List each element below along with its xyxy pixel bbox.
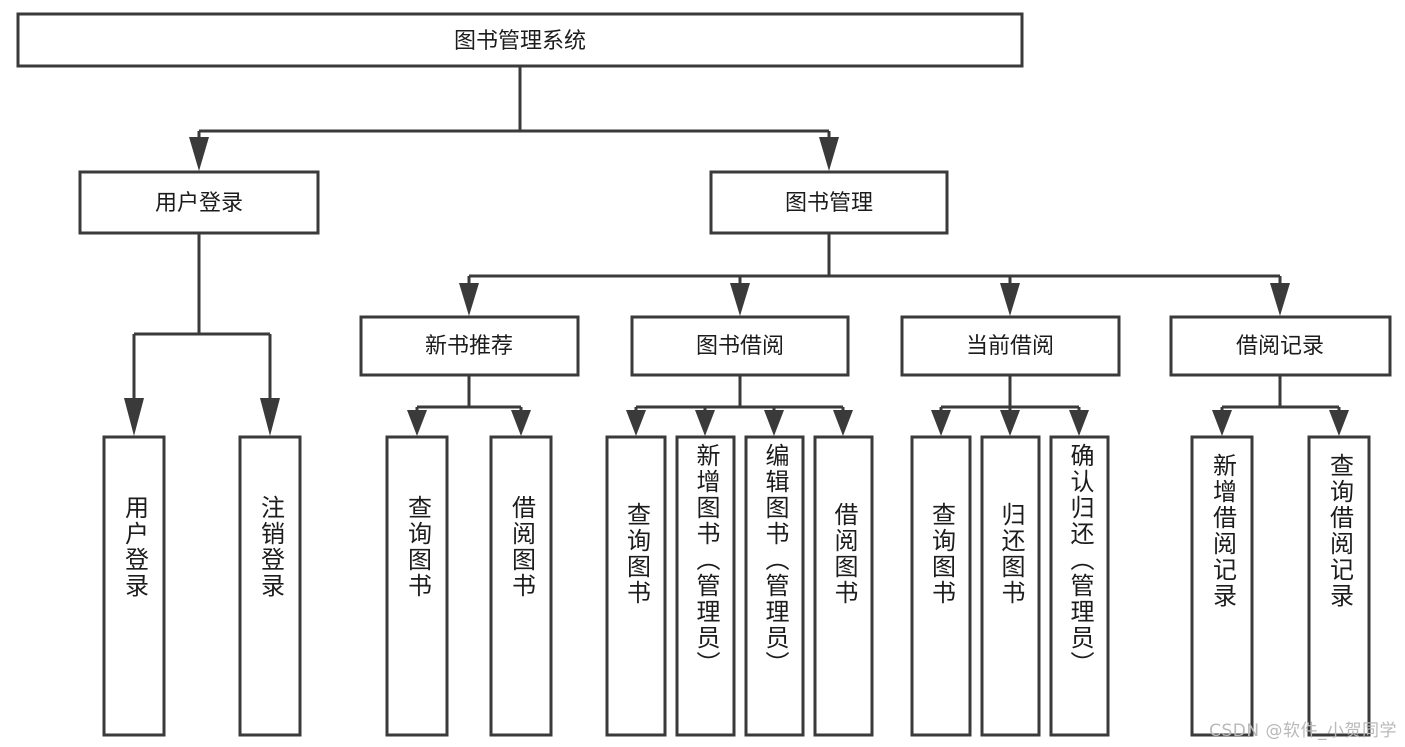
connector-group-book-borrow [626, 375, 853, 436]
node-book-borrow[interactable]: 图书借阅 [630, 315, 850, 377]
node-borrow-records-label: 借阅记录 [1236, 334, 1324, 359]
leaf-box-book-borrow-4[interactable] [813, 435, 874, 737]
arrow-book-borrow-leaf-4 [833, 410, 853, 436]
connector-group-current-borrow [931, 375, 1089, 436]
connector-group-book-mgmt [459, 233, 1290, 316]
node-book-management[interactable]: 图书管理 [709, 170, 949, 235]
leaf-box-book-borrow-3[interactable] [744, 435, 805, 737]
arrow-book-mgmt-to-current [1000, 283, 1020, 316]
arrow-book-mgmt-to-borrow [730, 283, 750, 316]
arrow-new-book-leaf-1 [407, 410, 427, 436]
node-new-book-recommend[interactable]: 新书推荐 [359, 315, 580, 377]
node-current-borrow-box[interactable] [900, 315, 1121, 377]
csdn-watermark: CSDN @软件_小贺同学 [1209, 721, 1397, 741]
node-book-borrow-box[interactable] [630, 315, 850, 377]
node-new-book-recommend-label: 新书推荐 [425, 334, 513, 359]
arrow-root-to-user-login [189, 137, 209, 171]
node-current-borrow-label: 当前借阅 [966, 334, 1054, 359]
connector-group-borrow-records [1212, 375, 1349, 436]
leaf-box-book-borrow-1[interactable] [605, 435, 667, 737]
leaf-box-borrow-records-2[interactable] [1307, 435, 1371, 737]
node-user-login[interactable]: 用户登录 [78, 170, 320, 235]
leaf-box-user-login-1[interactable] [102, 435, 166, 737]
node-root[interactable]: 图书管理系统 [16, 12, 1024, 68]
arrow-user-login-leaf-1 [124, 398, 144, 436]
node-user-login-label: 用户登录 [155, 191, 243, 216]
leaf-box-current-borrow-3[interactable] [1049, 435, 1110, 737]
leaf-box-new-book-1[interactable] [385, 435, 449, 737]
node-book-borrow-label: 图书借阅 [696, 334, 784, 359]
node-root-label: 图书管理系统 [454, 29, 586, 54]
arrow-borrow-records-leaf-2 [1329, 410, 1349, 436]
node-book-management-label: 图书管理 [785, 191, 873, 216]
leaf-box-current-borrow-2[interactable] [980, 435, 1041, 737]
node-borrow-records-box[interactable] [1169, 315, 1392, 377]
arrow-book-borrow-leaf-3 [764, 410, 784, 436]
node-borrow-records[interactable]: 借阅记录 [1169, 315, 1392, 377]
arrow-book-mgmt-to-new-book [459, 283, 479, 316]
leaf-box-borrow-records-1[interactable] [1190, 435, 1254, 737]
arrow-book-borrow-leaf-2 [695, 410, 715, 436]
leaf-box-book-borrow-2[interactable] [675, 435, 736, 737]
leaf-box-new-book-2[interactable] [489, 435, 553, 737]
node-current-borrow[interactable]: 当前借阅 [900, 315, 1121, 377]
connector-group-user-login [124, 233, 280, 436]
arrow-user-login-leaf-2 [260, 398, 280, 436]
arrow-current-borrow-leaf-1 [931, 410, 951, 436]
leaf-box-user-login-2[interactable] [238, 435, 302, 737]
connector-group-root [189, 66, 839, 171]
arrow-borrow-records-leaf-1 [1212, 410, 1232, 436]
connector-group-new-book [407, 375, 531, 436]
node-user-login-box[interactable] [78, 170, 320, 235]
node-root-box[interactable] [16, 12, 1024, 68]
arrow-new-book-leaf-2 [511, 410, 531, 436]
arrow-current-borrow-leaf-3 [1069, 410, 1089, 436]
leaf-box-current-borrow-1[interactable] [910, 435, 972, 737]
arrow-book-mgmt-to-records [1270, 283, 1290, 316]
node-book-management-box[interactable] [709, 170, 949, 235]
arrow-current-borrow-leaf-2 [1000, 410, 1020, 436]
arrow-book-borrow-leaf-1 [626, 410, 646, 436]
node-new-book-recommend-box[interactable] [359, 315, 580, 377]
arrow-root-to-book-mgmt [819, 137, 839, 171]
